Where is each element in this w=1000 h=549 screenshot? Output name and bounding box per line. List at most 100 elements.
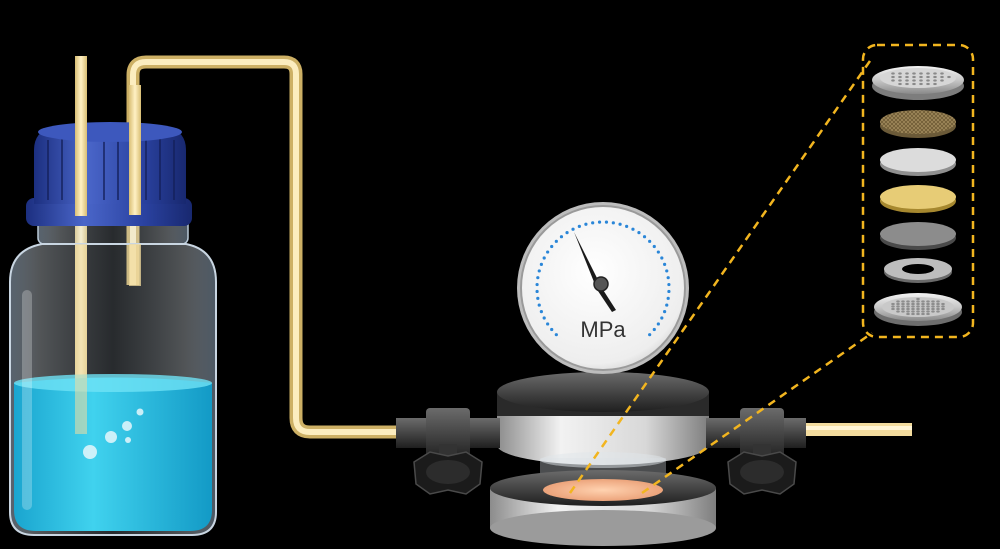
bubbles	[83, 408, 144, 459]
perforation-hole	[891, 79, 895, 82]
gauge-tick	[537, 303, 541, 307]
gauge-tick	[546, 250, 550, 254]
perforation-hole	[919, 72, 923, 75]
liquid	[14, 377, 212, 531]
perforation-hole	[896, 305, 900, 308]
gauge-tick	[542, 316, 546, 320]
perforation-hole	[941, 305, 945, 308]
filter-cell-icon	[490, 367, 716, 546]
perforation-hole	[921, 310, 925, 313]
perforation-hole	[921, 302, 925, 306]
gauge-tick	[591, 221, 595, 225]
gauge-tick	[660, 316, 664, 320]
gauge-tick	[536, 276, 540, 280]
gauge-tick	[535, 282, 539, 287]
perforation-hole	[921, 307, 925, 311]
perforation-hole	[911, 300, 915, 303]
perforation-hole	[906, 312, 910, 316]
perforation-hole	[933, 82, 937, 86]
perforation-hole	[896, 307, 900, 311]
perforation-hole	[905, 75, 909, 79]
perforation-hole	[901, 302, 905, 306]
perforation-hole	[931, 310, 935, 313]
mesh-layer	[880, 110, 956, 138]
perforation-hole	[901, 300, 905, 303]
light-gray-disc-layer	[880, 148, 956, 176]
gauge-tick	[667, 289, 671, 294]
perforation-hole	[911, 310, 915, 313]
glass-bottle-icon	[9, 56, 217, 536]
gauge-tick	[604, 220, 609, 224]
perforation-hole	[936, 300, 940, 303]
perforation-hole	[906, 305, 910, 308]
gauge-tick	[660, 256, 664, 260]
perforation-hole	[916, 305, 920, 308]
perforation-hole	[931, 300, 935, 303]
gauge-tick	[611, 221, 615, 225]
gauge-tick	[637, 231, 641, 235]
perforation-hole	[919, 79, 923, 82]
gauge-tick	[565, 231, 569, 235]
perforation-hole	[926, 300, 930, 303]
gauge-tick	[656, 250, 660, 254]
gauge-dial-ticks	[535, 220, 671, 337]
gauge-tick	[584, 222, 588, 226]
gauge-tick	[666, 276, 670, 280]
perforation-hole	[906, 310, 910, 313]
perforation-hole	[901, 310, 905, 313]
perforation-hole	[901, 305, 905, 308]
perforation-hole	[905, 79, 909, 82]
perforation-hole	[933, 75, 937, 79]
gauge-tick	[539, 310, 543, 314]
perforation-hole	[936, 307, 940, 311]
bottle-cap	[26, 122, 192, 226]
perforation-hole	[926, 302, 930, 306]
gauge-tick	[554, 239, 558, 243]
perforation-hole	[936, 302, 940, 306]
gauge-tick	[550, 244, 554, 249]
perforation-hole	[933, 79, 937, 82]
perforation-hole	[901, 307, 905, 311]
gauge-tick	[652, 244, 656, 249]
perforation-hole	[926, 307, 930, 311]
gauge-tick	[665, 269, 669, 273]
perforation-hole	[911, 307, 915, 311]
perforation-hole	[940, 75, 944, 79]
perforation-hole	[891, 305, 895, 308]
perforation-hole	[896, 302, 900, 306]
gauge-tick	[535, 289, 539, 294]
perforation-hole	[941, 302, 945, 306]
perforation-hole	[912, 82, 916, 86]
perforation-hole	[926, 82, 930, 86]
callout-lines	[568, 43, 975, 495]
o-ring-layer	[884, 258, 952, 283]
gauge-tick	[539, 262, 543, 266]
perforation-hole	[926, 72, 930, 75]
exploded-layer-stack	[872, 66, 964, 326]
perforation-hole	[919, 75, 923, 79]
perforation-hole	[898, 75, 902, 79]
perforation-hole	[921, 305, 925, 308]
gauge-tick	[648, 333, 652, 337]
perforation-hole	[916, 300, 920, 303]
gauge-tick	[554, 333, 558, 337]
perforation-hole	[898, 79, 902, 82]
gauge-tick	[537, 269, 541, 273]
gauge-tick	[536, 296, 540, 300]
perforation-hole	[921, 300, 925, 303]
gauge-tick	[550, 327, 554, 332]
perforation-hole	[916, 297, 920, 301]
gauge-tick	[542, 256, 546, 260]
perforation-hole	[911, 305, 915, 308]
perforation-hole	[905, 82, 909, 86]
gauge-tick	[666, 296, 670, 300]
gauge-tick	[642, 235, 647, 239]
perforation-hole	[936, 310, 940, 313]
perforation-hole	[940, 72, 944, 75]
perforation-hole	[896, 300, 900, 303]
perforation-hole	[912, 72, 916, 75]
perforation-hole	[916, 307, 920, 311]
perforation-hole	[947, 75, 951, 79]
